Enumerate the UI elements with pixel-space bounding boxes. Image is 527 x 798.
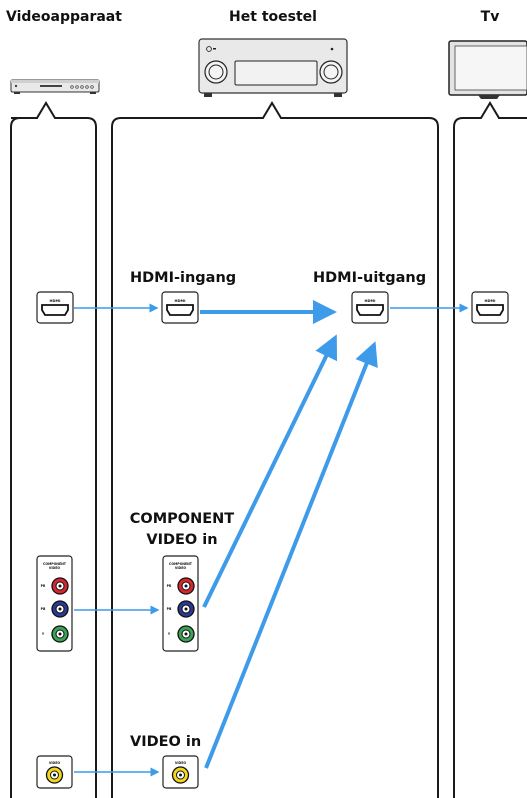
header-receiver: Het toestel xyxy=(229,9,317,25)
component-title-line1: COMPONENT xyxy=(43,562,67,566)
video-in-label: VIDEO in xyxy=(130,734,201,750)
hdmi-port-icon xyxy=(356,304,384,316)
header-tv: Tv xyxy=(481,9,500,25)
arrow-component-to-hdmi-out xyxy=(202,334,338,608)
header-video-player: Videoapparaat xyxy=(6,9,122,25)
component-label-line2: VIDEO in xyxy=(146,532,217,548)
hdmi-port-icon xyxy=(41,304,69,316)
video-jack-label: VIDEO xyxy=(49,761,60,765)
component-title-line1: COMPONENT xyxy=(169,562,193,566)
hdmi-port-video-player: HDMI xyxy=(36,291,74,324)
receiver-panel xyxy=(111,101,439,798)
component-label-line1: COMPONENT xyxy=(130,511,235,527)
pb-label: PB xyxy=(167,607,172,611)
hdmi-out-label: HDMI-uitgang xyxy=(313,270,426,286)
component-jacks-receiver: COMPONENT VIDEO PR PB Y xyxy=(162,555,199,652)
component-jacks-video-player: COMPONENT VIDEO PR PB Y xyxy=(36,555,73,652)
hdmi-port-tv: HDMI xyxy=(471,291,509,324)
y-label: Y xyxy=(41,632,45,636)
hdmi-port-receiver-in: HDMI xyxy=(161,291,199,324)
video-player-icon xyxy=(10,79,100,94)
pr-label: PR xyxy=(41,584,46,588)
component-title-line2: VIDEO xyxy=(49,566,60,570)
tv-panel xyxy=(453,101,527,798)
video-jack-video-player: VIDEO xyxy=(36,755,73,789)
hdmi-port-icon xyxy=(476,304,504,316)
arrow-video-to-hdmi-out xyxy=(204,341,378,769)
video-player-panel xyxy=(10,101,97,798)
hdmi-port-receiver-out: HDMI xyxy=(351,291,389,324)
hdmi-port-label: HDMI xyxy=(365,299,376,303)
pb-label: PB xyxy=(41,607,46,611)
pr-label: PR xyxy=(167,584,172,588)
tv-icon xyxy=(448,40,527,99)
hdmi-port-icon xyxy=(166,304,194,316)
hdmi-port-label: HDMI xyxy=(175,299,186,303)
y-label: Y xyxy=(167,632,171,636)
hdmi-port-label: HDMI xyxy=(50,299,61,303)
video-jack-label: VIDEO xyxy=(175,761,186,765)
signal-arrows xyxy=(74,300,469,777)
av-receiver-icon xyxy=(198,38,348,97)
hdmi-port-label: HDMI xyxy=(485,299,496,303)
hdmi-in-label: HDMI-ingang xyxy=(130,270,236,286)
video-jack-receiver: VIDEO xyxy=(162,755,199,789)
component-title-line2: VIDEO xyxy=(175,566,186,570)
